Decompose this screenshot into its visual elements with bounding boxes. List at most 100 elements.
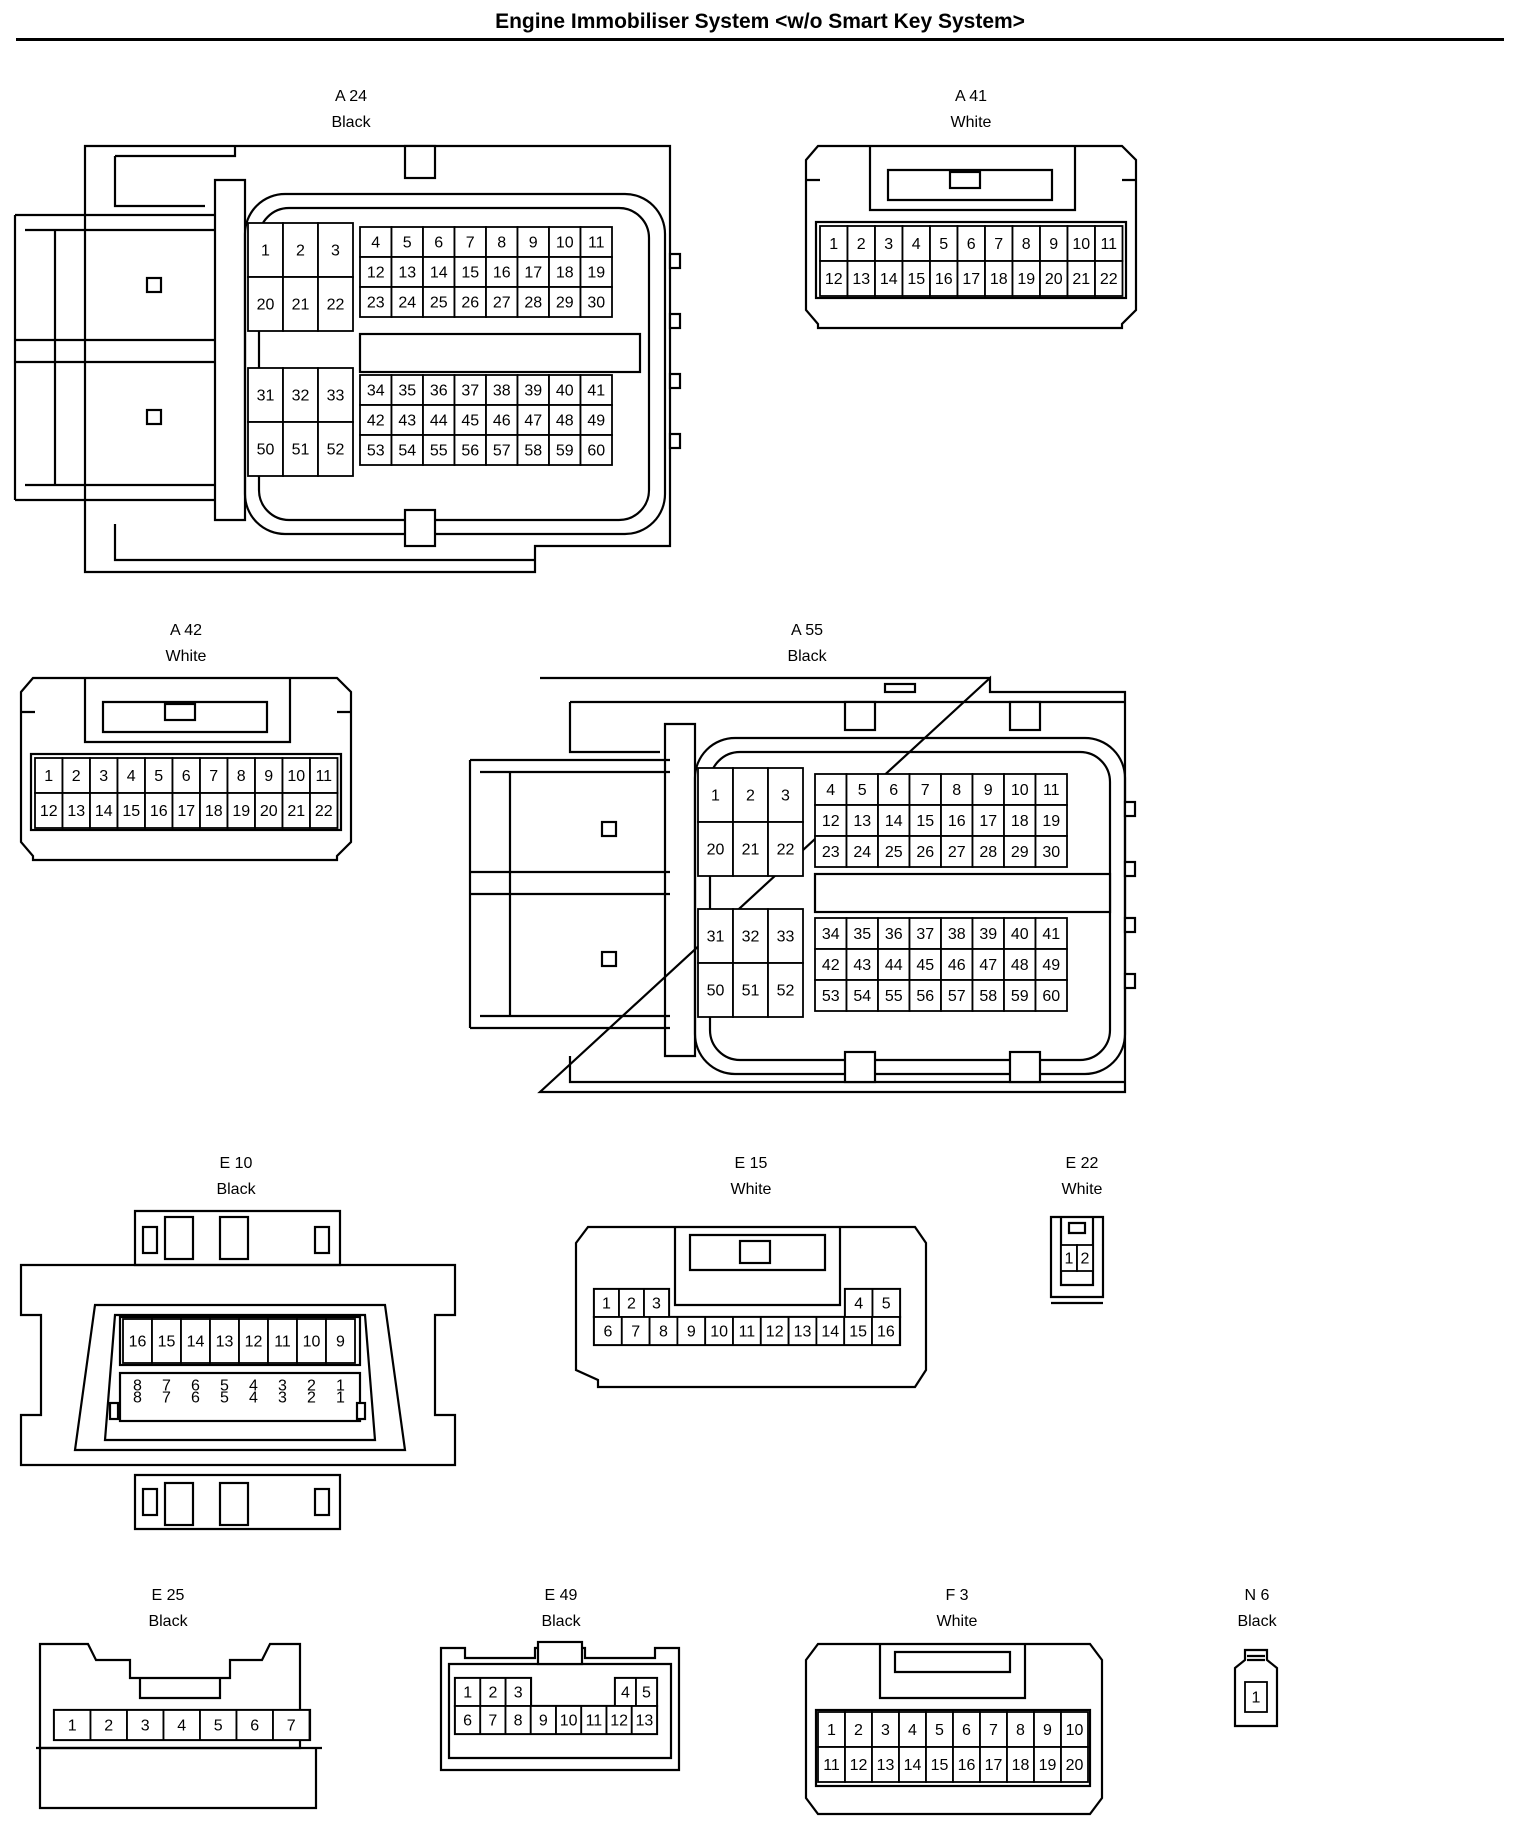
pin-cell	[877, 979, 911, 1012]
pin-cell	[732, 908, 769, 964]
pin-number: 36	[885, 926, 903, 943]
pin-number: 37	[461, 383, 479, 400]
pin-number: 2	[307, 1378, 316, 1395]
pin-number: 7	[989, 1722, 998, 1739]
pin-cell	[1060, 1746, 1089, 1783]
pin-number: 15	[849, 1324, 867, 1341]
pin-cell	[925, 1746, 954, 1783]
pin-cell	[317, 222, 354, 278]
pin-number: 7	[287, 1718, 296, 1735]
pin-cell	[1034, 948, 1068, 981]
pin-number: 8	[1022, 236, 1031, 253]
pin-cell	[254, 792, 284, 829]
pin-number: 11	[586, 1713, 603, 1730]
pin-number: 22	[327, 297, 345, 314]
pin-number: 56	[461, 443, 479, 460]
pin-number: 2	[72, 768, 81, 785]
pin-number: 1	[1252, 1690, 1261, 1707]
pin-number: 43	[853, 957, 871, 974]
pin-number: 13	[216, 1334, 234, 1351]
pin-cell	[984, 260, 1014, 297]
pin-cell	[89, 1709, 128, 1741]
pin-number: 3	[331, 243, 340, 260]
pin-cell	[144, 792, 174, 829]
pin-cell	[877, 804, 911, 837]
pin-number: 2	[854, 1722, 863, 1739]
pin-number: 8	[659, 1324, 668, 1341]
pin-cell	[122, 1318, 153, 1364]
pin-cell	[61, 757, 91, 794]
pin-number: 46	[948, 957, 966, 974]
pin-number: 14	[430, 265, 448, 282]
pin-number: 11	[739, 1324, 756, 1341]
pin-cell	[593, 1316, 623, 1346]
pin-number: 50	[707, 983, 725, 1000]
pin-number: 13	[635, 1713, 653, 1730]
pin-number: 24	[853, 844, 871, 861]
pin-number: 30	[587, 295, 605, 312]
pin-number: 47	[524, 413, 542, 430]
pin-number: 43	[398, 413, 416, 430]
pin-cell	[845, 773, 879, 806]
pin-cell	[767, 821, 804, 877]
pin-cell	[846, 260, 876, 297]
pin-cell	[579, 434, 613, 466]
pin-number: 17	[177, 803, 195, 820]
pin-cell	[814, 979, 848, 1012]
pin-number: 15	[461, 265, 479, 282]
pin-number: 13	[67, 803, 85, 820]
pin-number: 3	[278, 1390, 287, 1407]
pin-number: 10	[303, 1334, 321, 1351]
pin-number: 10	[556, 235, 574, 252]
pin-number: 16	[958, 1757, 976, 1774]
pin-number: 18	[1012, 1757, 1030, 1774]
pin-cell	[180, 1318, 211, 1364]
pin-number: 5	[214, 1718, 223, 1735]
pin-number: 1	[261, 243, 270, 260]
pin-number: 30	[1042, 844, 1060, 861]
pin-cell	[504, 1705, 532, 1735]
pin-cell	[819, 260, 849, 297]
pin-cell	[579, 404, 613, 436]
pin-cell	[845, 917, 879, 950]
pin-number: 48	[556, 413, 574, 430]
pin-number: 40	[1011, 926, 1029, 943]
pin-number: 3	[99, 768, 108, 785]
pin-number: 50	[257, 442, 275, 459]
pin-number: 4	[371, 235, 380, 252]
pin-cell	[309, 757, 339, 794]
pin-number: 12	[245, 1334, 263, 1351]
pin-number: 10	[560, 1713, 578, 1730]
pin-cell	[767, 962, 804, 1018]
pin-cell	[1003, 835, 1037, 868]
pin-number: 47	[979, 957, 997, 974]
pin-cell	[579, 226, 613, 258]
pin-number: 7	[466, 235, 475, 252]
pin-cell	[61, 792, 91, 829]
pin-number: 55	[885, 988, 903, 1005]
pin-number: 14	[885, 813, 903, 830]
pin-number: 16	[129, 1334, 147, 1351]
pin-cell	[874, 260, 904, 297]
pin-number: 8	[1016, 1722, 1025, 1739]
pin-number: 14	[95, 803, 113, 820]
pin-cell	[940, 773, 974, 806]
pin-number: 19	[1039, 1757, 1057, 1774]
pin-number: 7	[921, 782, 930, 799]
pin-number: 17	[979, 813, 997, 830]
pin-number: 41	[587, 383, 605, 400]
pin-number: 8	[952, 782, 961, 799]
pin-number: 22	[777, 842, 795, 859]
pin-number: 4	[621, 1685, 630, 1702]
pin-number: 14	[821, 1324, 839, 1341]
